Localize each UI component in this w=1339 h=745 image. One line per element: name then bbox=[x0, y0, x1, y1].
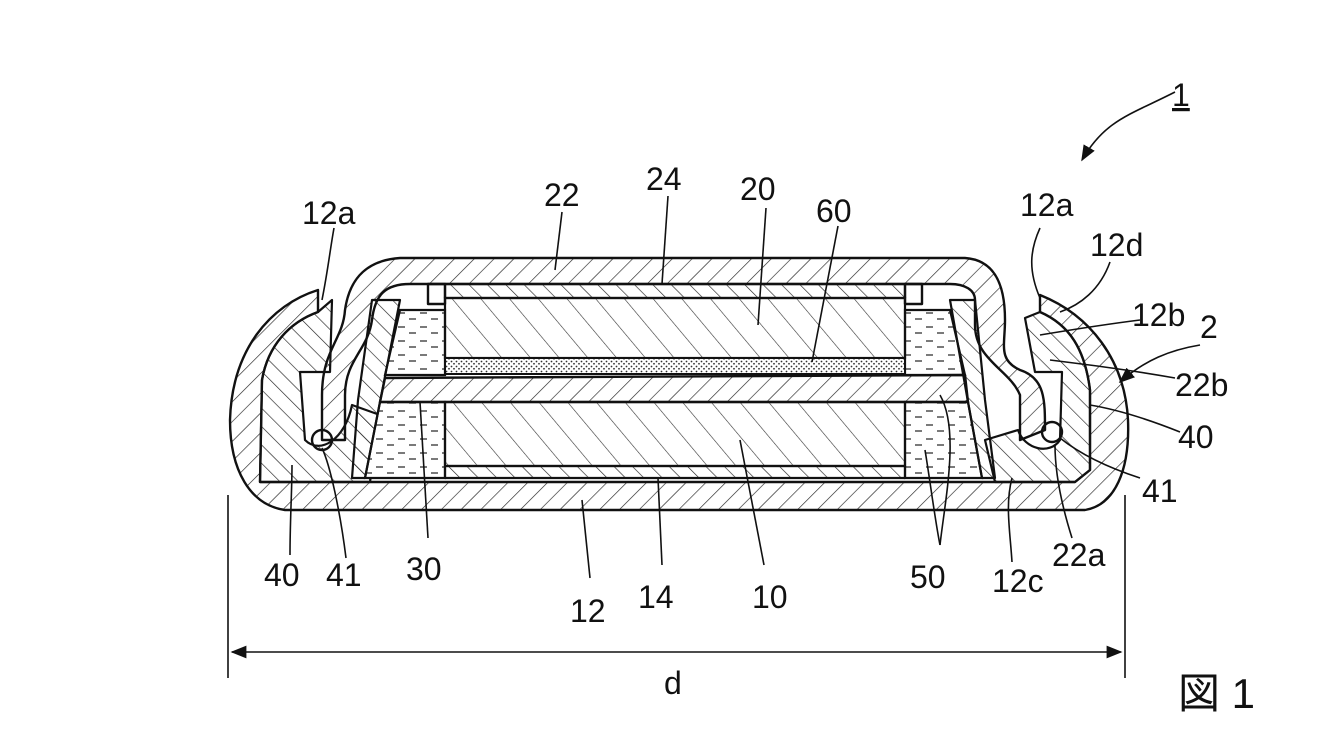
label-electrolyte: 50 bbox=[910, 559, 946, 595]
label-bottom-corner: 12c bbox=[992, 563, 1044, 599]
label-cell: 2 bbox=[1200, 309, 1218, 345]
label-cap: 22 bbox=[544, 177, 580, 213]
negative-active-material bbox=[445, 402, 905, 466]
label-groove-left: 12a bbox=[302, 195, 356, 231]
label-film: 60 bbox=[816, 193, 852, 229]
film-layer bbox=[445, 358, 905, 374]
label-positive-active: 20 bbox=[740, 171, 776, 207]
label-outer-face: 12d bbox=[1090, 227, 1143, 263]
label-recess-right: 41 bbox=[1142, 473, 1178, 509]
recess-right-mark bbox=[1042, 422, 1062, 442]
label-negative-active: 10 bbox=[752, 579, 788, 615]
negative-collector bbox=[445, 466, 905, 478]
figure-label: 図 1 bbox=[1178, 670, 1255, 717]
label-can: 12 bbox=[570, 593, 606, 629]
tab-left bbox=[428, 284, 445, 304]
label-positive-collector: 24 bbox=[646, 161, 682, 197]
label-separator: 30 bbox=[406, 551, 442, 587]
label-cap-edge: 22a bbox=[1052, 537, 1106, 573]
label-groove-right: 12a bbox=[1020, 187, 1074, 223]
positive-active-material bbox=[445, 298, 905, 358]
label-cap-bend: 22b bbox=[1175, 367, 1228, 403]
label-inner-face: 12b bbox=[1132, 297, 1185, 333]
label-negative-collector: 14 bbox=[638, 579, 674, 615]
label-recess-left: 41 bbox=[326, 557, 362, 593]
separator bbox=[380, 375, 968, 402]
label-gasket-right: 40 bbox=[1178, 419, 1214, 455]
label-diameter: d bbox=[664, 665, 682, 701]
tab-right bbox=[905, 284, 922, 304]
label-gasket-left: 40 bbox=[264, 557, 300, 593]
label-assembly: 1 bbox=[1172, 77, 1190, 113]
positive-collector bbox=[445, 284, 905, 298]
